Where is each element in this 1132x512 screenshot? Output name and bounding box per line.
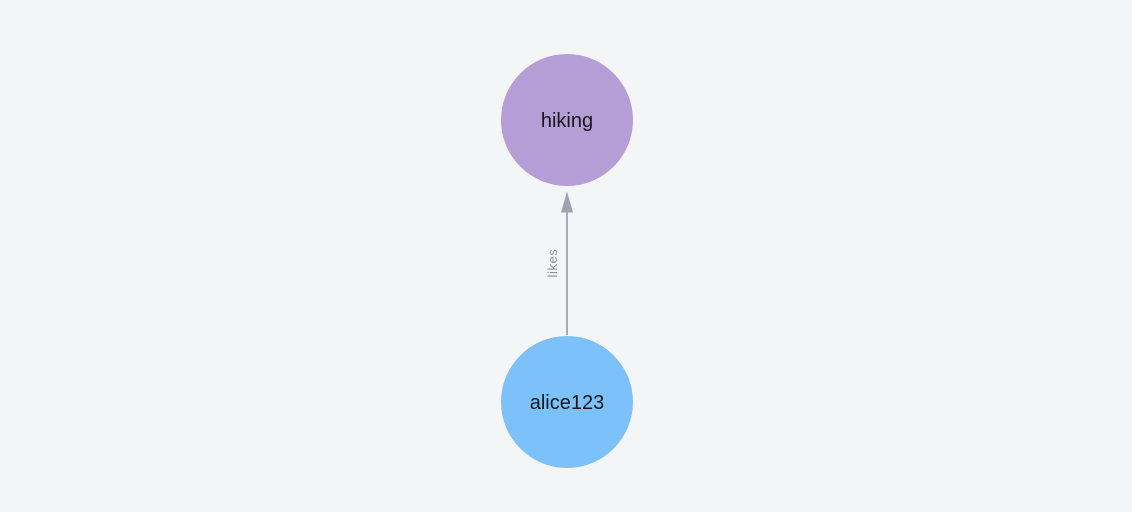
edge-label: likes	[545, 248, 560, 277]
edge-arrowhead	[561, 191, 573, 213]
node-alice123-circle[interactable]	[501, 336, 633, 468]
node-hiking[interactable]: hiking	[501, 54, 633, 186]
node-alice123-label: alice123	[530, 392, 605, 414]
node-hiking-label: hiking	[541, 110, 593, 132]
node-hiking-circle[interactable]	[501, 54, 633, 186]
edge-likes[interactable]: likes	[545, 191, 573, 336]
node-alice123[interactable]: alice123	[501, 336, 633, 468]
